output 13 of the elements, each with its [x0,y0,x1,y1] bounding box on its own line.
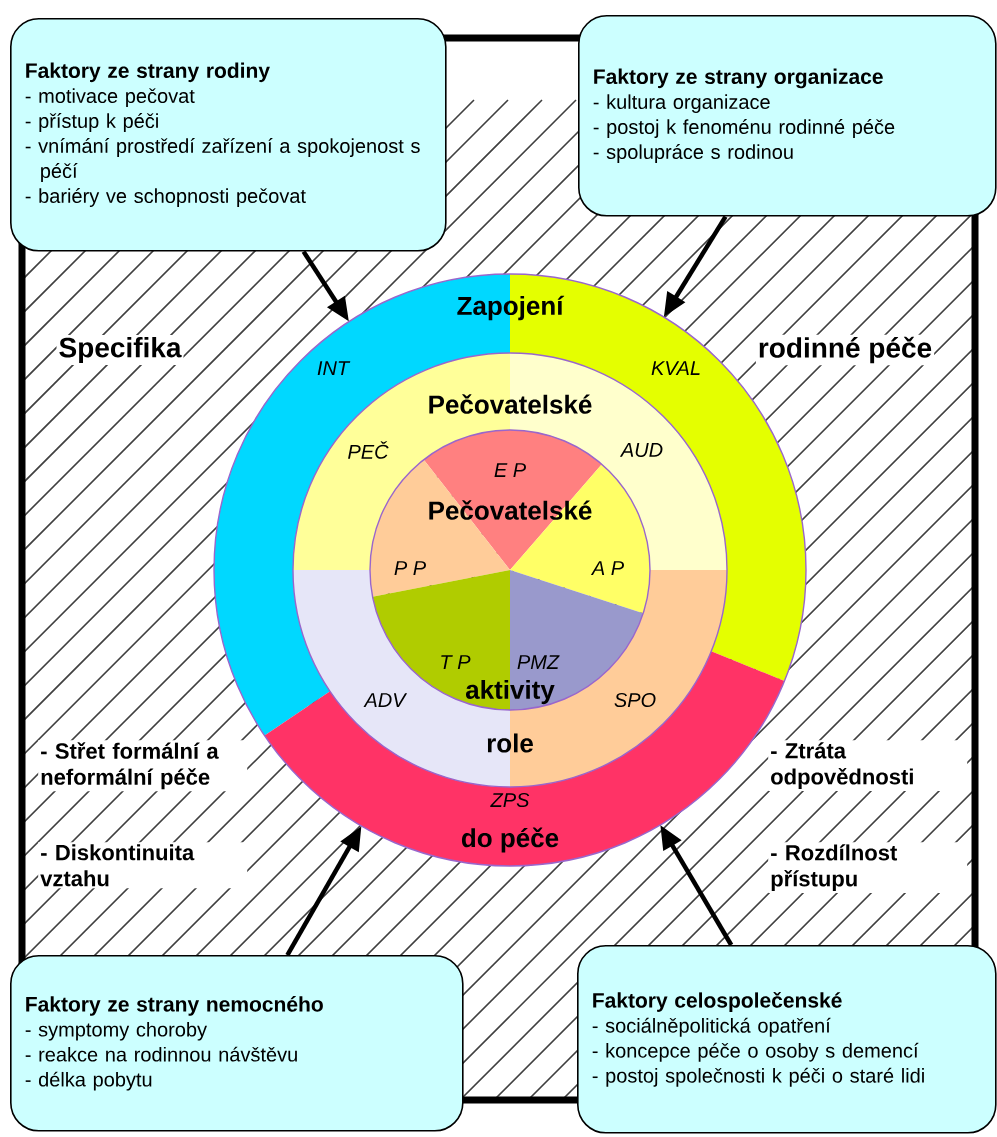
factor-box: Faktory ze strany rodiny - motivace pečovat - přístup k péči - vnímání prostředí zařízení a spokojenost s péčí - bariéry ve schopnosti pečovat [10,18,447,252]
heading-text: Specifika [56,334,184,366]
ring-label: Pečovatelské [429,394,592,414]
ring-label: role [487,733,533,753]
ring-label: do péče [461,827,559,853]
side-note: - Ztráta odpovědnosti [768,740,968,791]
side-note: - Střet formální a neformální péče [38,740,248,792]
factor-box: Faktory ze strany organizace - kultura organizace - postoj k fenoménu rodinné péče - spolupráce s rodinou [578,15,997,217]
side-note: - Rozdílnost přístupu [768,842,968,893]
heading-text: rodinné péče [755,334,935,366]
factor-box: Faktory ze strany nemocného - symptomy choroby - reakce na rodinnou návštěvu - délka pobytu [10,955,464,1132]
side-note: - Diskontinuita vztahu [38,842,248,889]
factor-box: Faktory celospolečenské - sociálněpolitická opatření - koncepce péče o osoby s demencí - postoj společnosti k péči o staré lidi [577,945,997,1134]
